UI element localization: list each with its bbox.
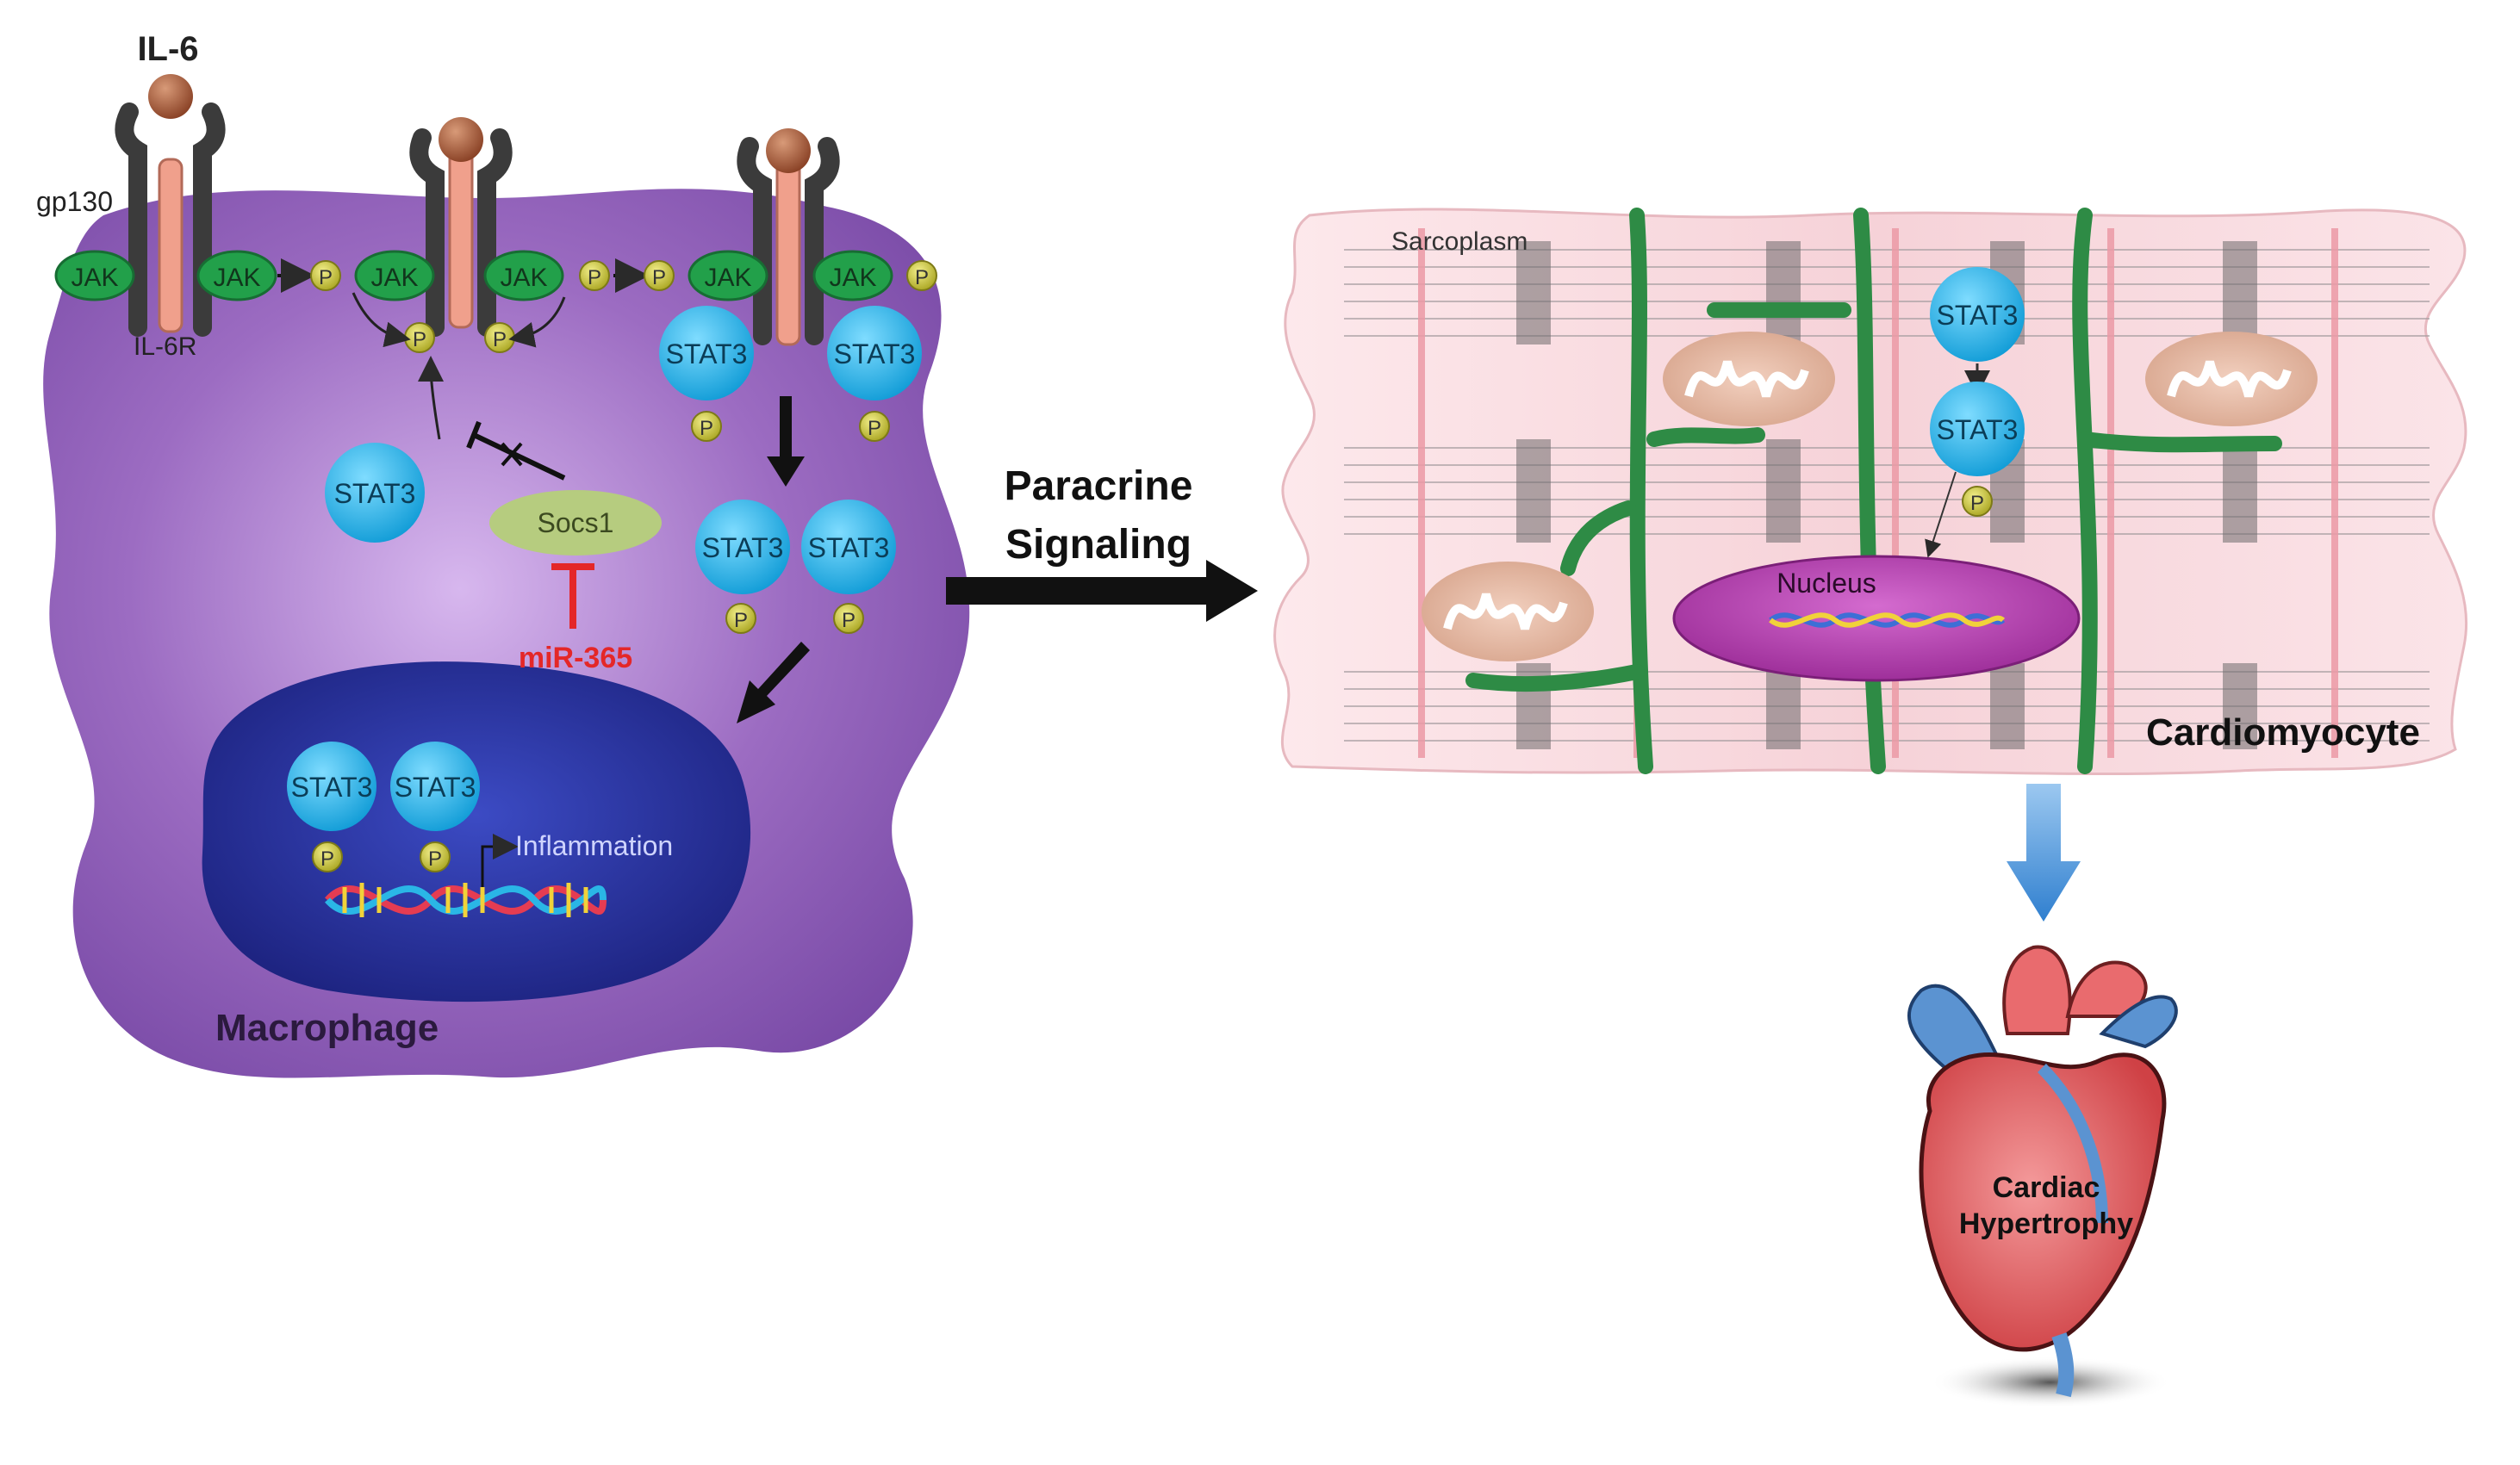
p-label-9: P — [734, 609, 748, 632]
stat3-label-6: STAT3 — [291, 772, 373, 803]
gp130-label: gp130 — [36, 186, 113, 217]
p-label-12: P — [428, 847, 442, 871]
il6-label: IL-6 — [137, 30, 198, 68]
stat3-label-8: STAT3 — [1937, 300, 2019, 331]
jak-label-2: JAK — [213, 264, 260, 292]
p-label-5: P — [413, 328, 426, 351]
cardiomyocyte-label: Cardiomyocyte — [2146, 711, 2420, 754]
stat3-docked-left: STAT3 P — [659, 306, 754, 442]
p-label-10: P — [842, 609, 856, 632]
stat3-cardiomyocyte-top: STAT3 — [1930, 267, 2025, 362]
p-label-1: P — [319, 266, 333, 289]
stat3-nuclear-arrow — [1925, 471, 1957, 558]
mitochondrion-3 — [1422, 562, 1594, 661]
stat3-label-1: STAT3 — [666, 338, 748, 369]
il6-ligand-bound-2 — [766, 128, 811, 173]
stat3-label-2: STAT3 — [834, 338, 916, 369]
stat3-label-4: STAT3 — [808, 532, 890, 563]
p-label-8: P — [868, 417, 881, 440]
stat3-cardiomyocyte-phospho: STAT3 P — [1930, 382, 2025, 517]
mitochondrion-2 — [2145, 332, 2318, 426]
inflammation-label: Inflammation — [515, 830, 673, 861]
dna-macrophage — [325, 883, 607, 917]
paracrine-label-line2: Signaling — [1005, 522, 1192, 568]
paracrine-arrow — [946, 560, 1258, 622]
hypertrophy-arrow — [2007, 784, 2081, 922]
socs1-inhibition — [466, 420, 566, 481]
nuclear-translocation-arrow — [737, 642, 810, 723]
socs1-label: Socs1 — [538, 507, 614, 538]
receptor-3 — [737, 128, 840, 346]
nucleus-label: Nucleus — [1776, 568, 1876, 599]
cardiac-label-line1: Cardiac — [1993, 1171, 2100, 1204]
cardiac-label-line2: Hypertrophy — [1959, 1207, 2133, 1240]
mir365-label: miR-365 — [519, 642, 632, 674]
paracrine-label-line1: Paracrine — [1005, 463, 1193, 509]
jak-label-4: JAK — [500, 264, 547, 292]
stat3-label-5: STAT3 — [334, 478, 416, 509]
macrophage-label: Macrophage — [215, 1007, 439, 1049]
p-label-6: P — [493, 328, 507, 351]
jak-label-1: JAK — [71, 264, 118, 292]
receptor-1 — [115, 74, 226, 337]
socs1-protein — [489, 490, 662, 556]
dimerization-arrow — [767, 396, 805, 487]
il6-ligand — [148, 74, 193, 119]
stat3-dimer-cytoplasm: STAT3 STAT3 P P — [695, 500, 896, 634]
stat3-docked-right: STAT3 P — [827, 306, 922, 442]
heart-illustration — [1907, 945, 2178, 1398]
p-label-13: P — [1970, 492, 1984, 515]
stat3-free: STAT3 — [325, 443, 425, 543]
p-label-7: P — [700, 417, 713, 440]
jak-label-5: JAK — [704, 264, 751, 292]
mitochondrion-1 — [1663, 332, 1835, 426]
p-label-11: P — [320, 847, 334, 871]
jak-label-3: JAK — [370, 264, 418, 292]
phospho-arrow-2 — [508, 296, 566, 348]
sarcoplasm-label: Sarcoplasm — [1391, 227, 1528, 256]
stat3-label-3: STAT3 — [702, 532, 784, 563]
il6r-label: IL-6R — [134, 332, 196, 361]
stat3-dimer-nucleus: STAT3 STAT3 P P — [287, 742, 480, 872]
p-label-3: P — [652, 266, 666, 289]
receptor-2 — [409, 117, 513, 337]
phospho-arrow-1 — [352, 292, 411, 348]
stat3-recruit-arrow — [418, 356, 445, 440]
il6-ligand-bound-1 — [439, 117, 483, 162]
heart-shadow — [1930, 1356, 2171, 1408]
jak-row: JAK JAK P JAK JAK P P JAK JAK P — [54, 250, 937, 301]
jak-label-6: JAK — [829, 264, 876, 292]
dna-cardiomyocyte — [1769, 612, 2006, 628]
mir365-inhibitor — [551, 563, 594, 629]
stat3-label-9: STAT3 — [1937, 414, 2019, 445]
transcription-arrow — [481, 834, 519, 887]
p-label-2: P — [588, 266, 601, 289]
p-label-4: P — [915, 266, 929, 289]
stat3-label-7: STAT3 — [395, 772, 476, 803]
